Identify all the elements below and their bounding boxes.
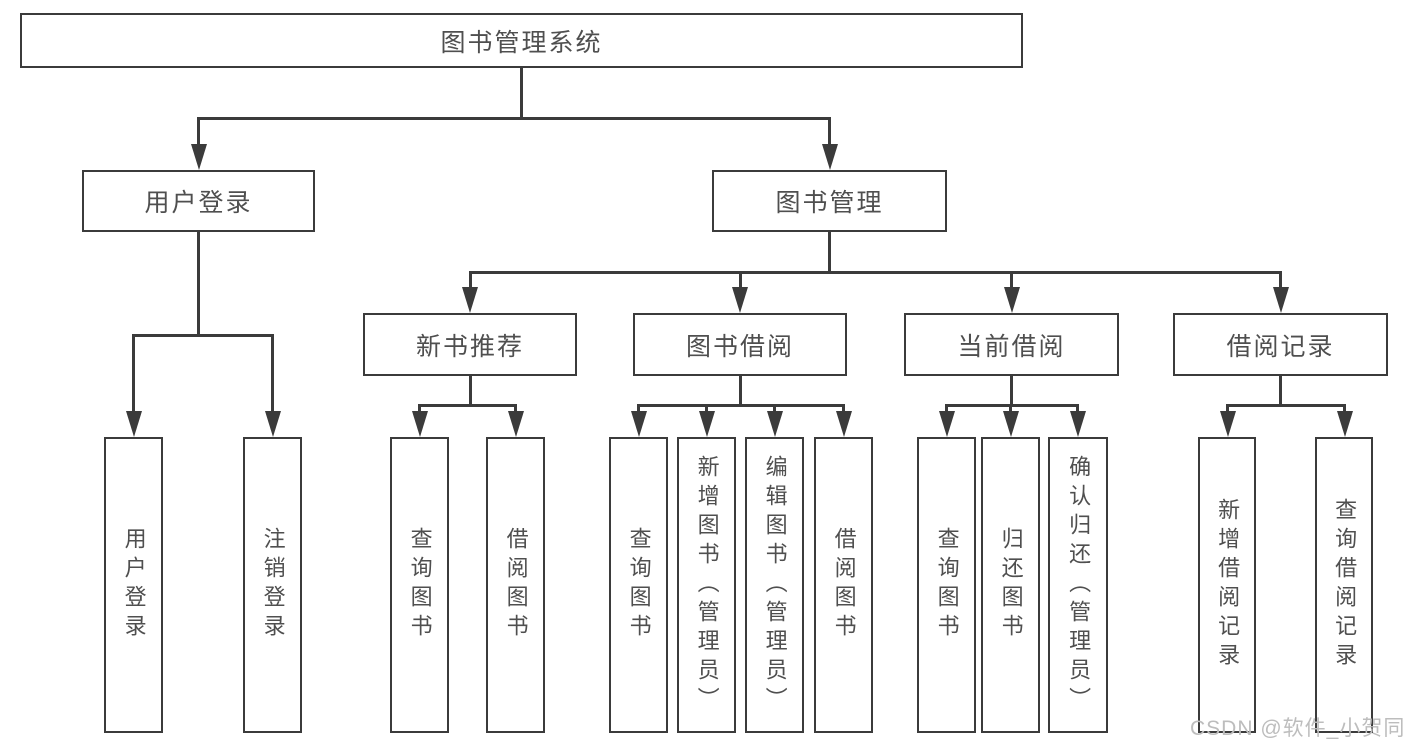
- connector-line: [197, 117, 831, 120]
- connector-line: [1010, 271, 1013, 291]
- arrowhead-down: [125, 411, 142, 437]
- arrowhead-down: [1272, 287, 1289, 313]
- connector-line: [1009, 404, 1012, 414]
- connector-line: [738, 271, 742, 291]
- connector-line: [738, 376, 742, 406]
- node-new-book-recommend: 新书推荐: [363, 313, 577, 376]
- connector-line: [418, 404, 517, 407]
- arrowhead-down: [1003, 287, 1020, 313]
- leaf-borrow-book-recommend: 借阅图书: [486, 437, 545, 733]
- leaf-add-borrow-record-label: 新增借阅记录: [1215, 498, 1241, 672]
- arrowhead-down: [462, 287, 478, 313]
- leaf-query-borrow-record: 查询借阅记录: [1315, 437, 1373, 733]
- arrowhead-down: [1002, 411, 1019, 437]
- connector-line: [637, 404, 845, 407]
- leaf-user-login-label: 用户登录: [121, 527, 147, 643]
- node-user-login: 用户登录: [82, 170, 315, 232]
- arrowhead-down: [821, 144, 838, 170]
- leaf-borrow-book-label: 借阅图书: [831, 527, 857, 643]
- leaf-edit-book-admin-label: 编辑图书（管理员）: [762, 454, 788, 716]
- connector-line: [418, 404, 421, 414]
- connector-line: [945, 404, 948, 414]
- node-new-book-recommend-label: 新书推荐: [415, 332, 524, 361]
- leaf-add-borrow-record: 新增借阅记录: [1198, 437, 1256, 733]
- connector-line: [132, 334, 135, 414]
- connector-line: [468, 376, 472, 406]
- leaf-logout-label: 注销登录: [260, 527, 286, 643]
- arrowhead-down: [938, 411, 955, 437]
- arrowhead-down: [630, 411, 647, 437]
- leaf-edit-book-admin: 编辑图书（管理员）: [745, 437, 804, 733]
- connector-line: [1226, 404, 1346, 407]
- leaf-add-book-admin-label: 新增图书（管理员）: [694, 454, 720, 716]
- arrowhead-down: [411, 411, 428, 437]
- node-root: 图书管理系统: [20, 13, 1023, 68]
- connector-line: [468, 271, 472, 291]
- node-root-label: 图书管理系统: [440, 28, 603, 57]
- connector-line: [705, 404, 708, 414]
- arrowhead-down: [698, 411, 715, 437]
- leaf-query-book-recommend-label: 查询图书: [407, 527, 433, 643]
- leaf-add-book-admin: 新增图书（管理员）: [677, 437, 736, 733]
- connector-line: [773, 404, 776, 414]
- leaf-query-book-borrow: 查询图书: [609, 437, 668, 733]
- leaf-query-book-recommend: 查询图书: [390, 437, 449, 733]
- arrowhead-down: [507, 411, 524, 437]
- node-book-management: 图书管理: [712, 170, 947, 232]
- arrowhead-down: [264, 411, 281, 437]
- node-borrow-records-label: 借阅记录: [1226, 332, 1335, 361]
- connector-line: [945, 404, 1079, 407]
- leaf-confirm-return-admin: 确认归还（管理员）: [1048, 437, 1108, 733]
- node-book-management-label: 图书管理: [775, 189, 884, 217]
- connector-line: [197, 232, 200, 335]
- node-borrow-records: 借阅记录: [1173, 313, 1388, 376]
- leaf-user-login: 用户登录: [104, 437, 163, 733]
- node-user-login-label: 用户登录: [144, 189, 253, 217]
- arrowhead-down: [766, 411, 783, 437]
- connector-line: [468, 271, 1282, 274]
- node-current-borrow-label: 当前借阅: [957, 332, 1066, 361]
- leaf-return-book-label: 归还图书: [998, 527, 1024, 643]
- connector-line: [271, 334, 274, 414]
- connector-line: [1343, 404, 1346, 414]
- leaf-return-book: 归还图书: [981, 437, 1040, 733]
- connector-line: [1279, 376, 1282, 406]
- node-book-borrow: 图书借阅: [633, 313, 847, 376]
- arrowhead-down: [1336, 411, 1353, 437]
- connector-line: [1226, 404, 1229, 414]
- leaf-query-book-current-label: 查询图书: [934, 527, 960, 643]
- connector-line: [828, 117, 831, 147]
- connector-line: [520, 68, 523, 118]
- connector-line: [1076, 404, 1079, 414]
- leaf-confirm-return-admin-label: 确认归还（管理员）: [1066, 454, 1092, 716]
- arrowhead-down: [1219, 411, 1236, 437]
- connector-line: [637, 404, 640, 414]
- arrowhead-down: [835, 411, 852, 437]
- node-book-borrow-label: 图书借阅: [685, 332, 794, 361]
- arrowhead-down: [190, 144, 207, 170]
- leaf-query-borrow-record-label: 查询借阅记录: [1332, 498, 1358, 672]
- connector-line: [828, 232, 831, 273]
- arrowhead-down: [1069, 411, 1086, 437]
- connector-line: [197, 117, 200, 147]
- leaf-query-book-borrow-label: 查询图书: [626, 527, 652, 643]
- leaf-borrow-book: 借阅图书: [814, 437, 873, 733]
- connector-line: [514, 404, 517, 414]
- leaf-logout: 注销登录: [243, 437, 302, 733]
- connector-line: [1010, 376, 1013, 406]
- connector-line: [842, 404, 845, 414]
- leaf-query-book-current: 查询图书: [917, 437, 976, 733]
- connector-line: [1279, 271, 1282, 291]
- node-current-borrow: 当前借阅: [904, 313, 1119, 376]
- arrowhead-down: [732, 287, 748, 313]
- leaf-borrow-book-recommend-label: 借阅图书: [503, 527, 529, 643]
- connector-line: [132, 334, 274, 337]
- csdn-watermark: CSDN @软件_小贺同学: [1190, 717, 1405, 740]
